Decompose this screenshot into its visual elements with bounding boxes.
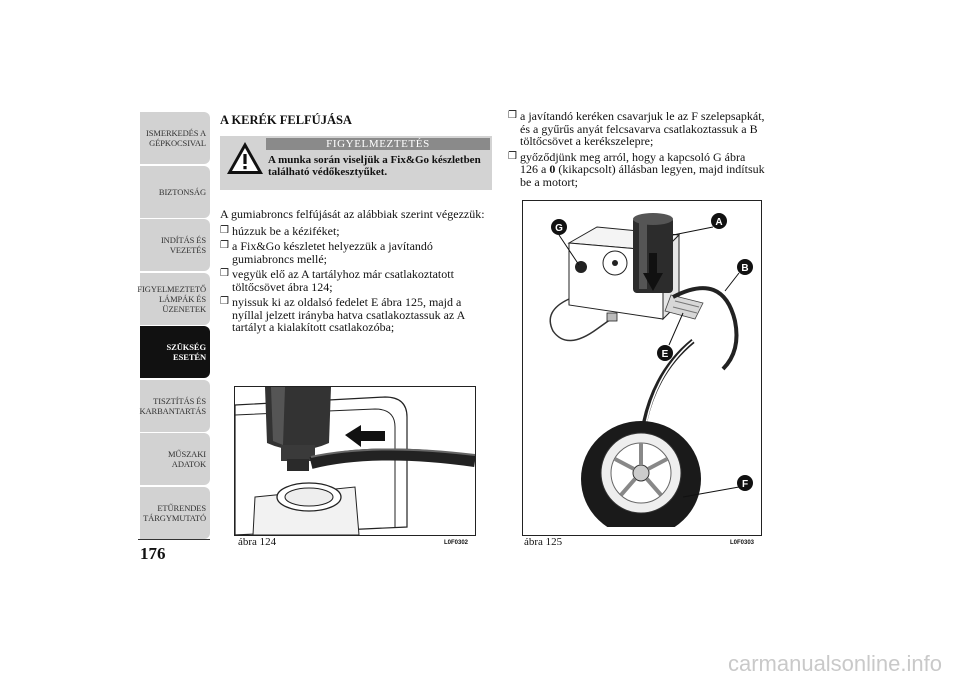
list-item: nyissuk ki az oldalsó fedelet E ábra 125… [220, 296, 492, 334]
tab-inditas[interactable]: INDÍTÁS ÉS VEZETÉS [140, 219, 210, 271]
intro-text: A gumiabroncs felfújását az alábbiak sze… [220, 207, 485, 221]
tab-label: MŰSZAKI ADATOK [167, 449, 206, 469]
compressor-connector-illustration [235, 387, 475, 535]
callout-labels: A G B E F [551, 213, 753, 498]
figure-125-code: L0F0303 [730, 540, 755, 546]
figure-125-caption: ábra 125 [524, 536, 563, 548]
tab-tisztitas[interactable]: TISZTÍTÁS ÉS KARBANTARTÁS [139, 379, 210, 432]
section-title: A KERÉK FELFÚJÁSA [220, 113, 352, 127]
tab-label: ISMERKEDÉS A GÉPKOCSIVAL [146, 128, 206, 148]
list-item: vegyük elő az A tartályhoz már csatlakoz… [220, 268, 492, 293]
chapter-tabs: ISMERKEDÉS A GÉPKOCSIVAL BIZTONSÁG INDÍT… [137, 112, 210, 540]
tab-ismerkedes[interactable]: ISMERKEDÉS A GÉPKOCSIVAL [140, 112, 210, 164]
page-number-rule [138, 539, 210, 540]
tab-szukseg-eseten[interactable]: SZÜKSÉG ESETÉN [140, 326, 210, 378]
tab-label: SZÜKSÉG ESETÉN [166, 342, 207, 362]
warning-triangle-icon [227, 142, 263, 174]
list-item: győződjünk meg arról, hogy a kapcsoló G … [508, 150, 766, 189]
site-watermark: carmanualsonline.info [727, 651, 942, 676]
step-list: a javítandó keréken csavarjuk le az F sz… [508, 110, 766, 188]
figure-125: A G B E F [522, 200, 762, 536]
list-item: húzzuk be a kéziféket; [220, 224, 492, 238]
tab-label: ETŰRENDES TÁRGYMUTATÓ [143, 502, 206, 523]
label-g: G [555, 223, 563, 234]
label-e: E [662, 349, 669, 360]
list-item: a javítandó keréken csavarjuk le az F sz… [508, 110, 766, 148]
tab-muszaki[interactable]: MŰSZAKI ADATOK [140, 433, 210, 485]
list-item: a Fix&Go készletet helyezzük a javítandó… [220, 240, 492, 265]
label-b: B [741, 263, 748, 274]
label-f: F [742, 479, 748, 490]
tab-targymutato[interactable]: ETŰRENDES TÁRGYMUTATÓ [140, 486, 210, 539]
figure-124-code: L0F0302 [444, 540, 469, 546]
right-column: a javítandó keréken csavarjuk le az F sz… [508, 110, 766, 191]
tab-label: BIZTONSÁG [158, 186, 206, 197]
left-column: A KERÉK FELFÚJÁSA FIGYELMEZTETÉS A munka… [220, 110, 492, 337]
tab-label: INDÍTÁS ÉS VEZETÉS [160, 235, 206, 255]
warning-box: FIGYELMEZTETÉS A munka során viseljük a … [220, 136, 492, 190]
step-list: húzzuk be a kéziféket; a Fix&Go készlete… [220, 224, 492, 334]
tab-figyelmezteto[interactable]: FIGYELMEZTETŐ LÁMPÁK ÉS ÜZENETEK [137, 272, 210, 325]
warning-title: FIGYELMEZTETÉS [266, 138, 490, 150]
figure-124-caption: ábra 124 [238, 536, 277, 548]
tire-inflation-illustration: A G B E F [549, 213, 753, 535]
tab-label: FIGYELMEZTETŐ LÁMPÁK ÉS ÜZENETEK [137, 283, 206, 314]
tab-label: TISZTÍTÁS ÉS KARBANTARTÁS [139, 395, 206, 416]
warning-text: A munka során viseljük a Fix&Go készletb… [268, 154, 481, 178]
label-a: A [715, 217, 722, 228]
page-number: 176 [140, 544, 166, 563]
tab-biztonsag[interactable]: BIZTONSÁG [140, 165, 210, 218]
figure-124 [234, 386, 476, 536]
